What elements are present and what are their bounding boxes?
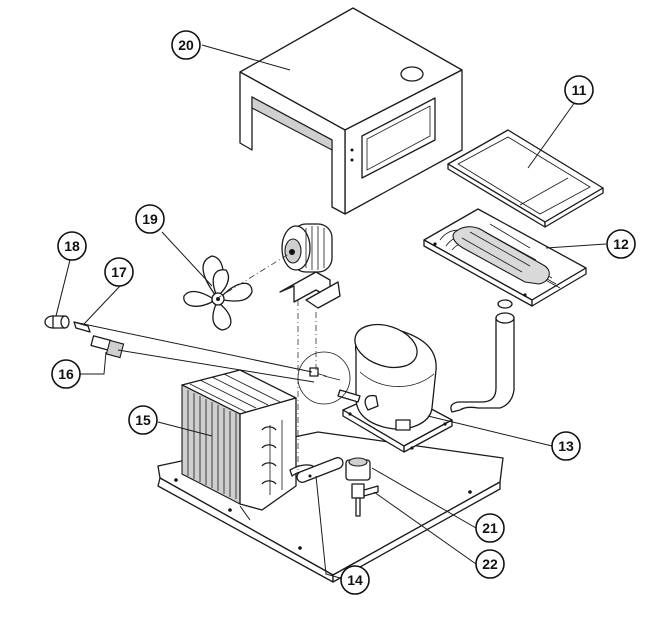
evaporator-plate	[423, 208, 587, 307]
condenser-coil	[181, 369, 319, 511]
callout-18: 18	[57, 231, 87, 261]
callout-11: 11	[564, 75, 594, 105]
callout-label: 16	[58, 366, 74, 382]
callout-label: 11	[572, 82, 587, 98]
callout-21: 21	[475, 513, 505, 543]
callout-19: 19	[135, 204, 165, 234]
callout-label: 19	[142, 211, 158, 227]
callout-label: 13	[558, 438, 574, 454]
callout-label: 20	[178, 37, 194, 53]
fitting-parts	[44, 315, 125, 359]
top-cover	[239, 7, 463, 215]
callout-17: 17	[104, 257, 134, 287]
callout-label: 22	[482, 556, 498, 572]
callout-22: 22	[475, 549, 505, 579]
callout-label: 17	[111, 264, 127, 280]
callout-13: 13	[551, 431, 581, 461]
leader-lines	[55, 44, 607, 579]
fan-blade	[183, 255, 253, 331]
callout-label: 18	[64, 238, 80, 254]
callout-label: 12	[613, 236, 629, 252]
filter-drier	[296, 457, 344, 483]
valve-parts	[345, 457, 379, 517]
compressor	[337, 323, 453, 453]
callout-20: 20	[171, 30, 201, 60]
callout-16: 16	[51, 359, 81, 389]
callout-label: 21	[482, 520, 498, 536]
drip-tray	[447, 129, 604, 228]
callout-label: 15	[135, 412, 151, 428]
drain-hose	[450, 299, 515, 413]
detail-lines	[73, 251, 351, 521]
callout-15: 15	[128, 405, 158, 435]
callout-label: 14	[347, 572, 363, 588]
fan-motor	[279, 223, 341, 309]
callout-14: 14	[340, 565, 370, 595]
callout-12: 12	[606, 229, 636, 259]
